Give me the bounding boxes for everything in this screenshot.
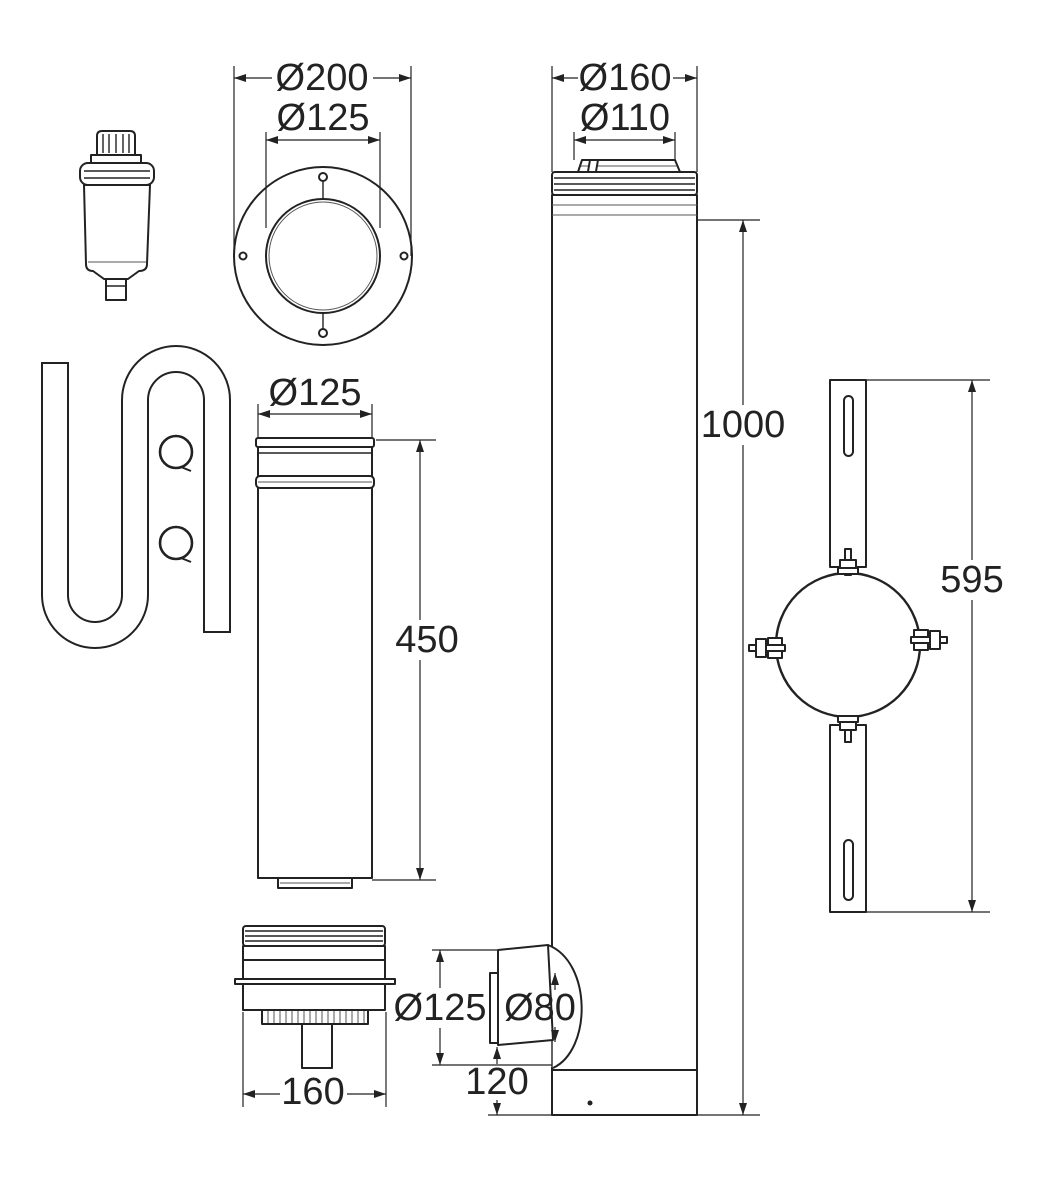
- pipe-450-diameter-label: Ø125: [269, 372, 362, 414]
- pipe-1000-outer-diameter-label: Ø160: [579, 57, 672, 99]
- bracket-upper-slot: [843, 395, 854, 457]
- pipe-1000-inner-diameter-label: Ø110: [580, 97, 670, 139]
- pipe-1000-length-label: 1000: [701, 404, 786, 446]
- rosette-hole-right: [399, 251, 409, 261]
- bracket-length-label: 595: [940, 559, 1003, 601]
- outlet-stub: [489, 972, 499, 1044]
- outlet-dimensions: Ø125 Ø80 120: [394, 949, 576, 1116]
- bracket-upper-strap: [829, 379, 867, 568]
- pipe-450: [255, 437, 375, 889]
- base-width-label: 160: [281, 1071, 344, 1113]
- rosette-slot-bottom: [318, 328, 328, 338]
- rosette-dimensions: Ø200 Ø125: [233, 57, 412, 256]
- rosette-inner-diameter-label: Ø125: [277, 97, 370, 139]
- bracket-bolt-top: [837, 548, 859, 576]
- siphon-filter: [79, 130, 155, 301]
- base-drain-pipe: [301, 1023, 333, 1069]
- pipe-1000-dimensions: Ø160 Ø110 1000: [551, 57, 786, 1116]
- base-teeth: [267, 1011, 365, 1023]
- rosette-hole-left: [238, 251, 248, 261]
- outlet-outer-diameter-label: Ø125: [394, 987, 487, 1029]
- bracket-lower-slot: [843, 839, 854, 901]
- rosette-slot-top: [318, 172, 328, 182]
- pipe-450-length-label: 450: [395, 619, 458, 661]
- bracket-clamp-ring: [774, 571, 922, 719]
- bracket-bolt-right: [910, 629, 948, 651]
- condensate-trap: [41, 345, 231, 649]
- pipe-1000: [489, 159, 698, 1116]
- rosette-outer-diameter-label: Ø200: [276, 57, 369, 99]
- outlet-inner-diameter-label: Ø80: [504, 987, 576, 1029]
- outlet-offset-label: 120: [465, 1061, 528, 1103]
- wall-bracket: [748, 379, 948, 913]
- side-outlet: [489, 944, 583, 1070]
- wall-rosette: [233, 166, 413, 346]
- bracket-bolt-left: [748, 637, 786, 659]
- base-dimensions: 160: [242, 1012, 387, 1113]
- bracket-dimensions: 595: [866, 379, 1004, 913]
- pipe-1000-bottom-sleeve: [551, 1069, 698, 1116]
- trap-clip-lower: [158, 525, 194, 563]
- trap-clip-upper: [158, 434, 194, 472]
- condensate-base: [234, 925, 396, 1069]
- bracket-bolt-bottom: [837, 715, 859, 743]
- pipe-450-dimensions: Ø125 450: [257, 372, 459, 881]
